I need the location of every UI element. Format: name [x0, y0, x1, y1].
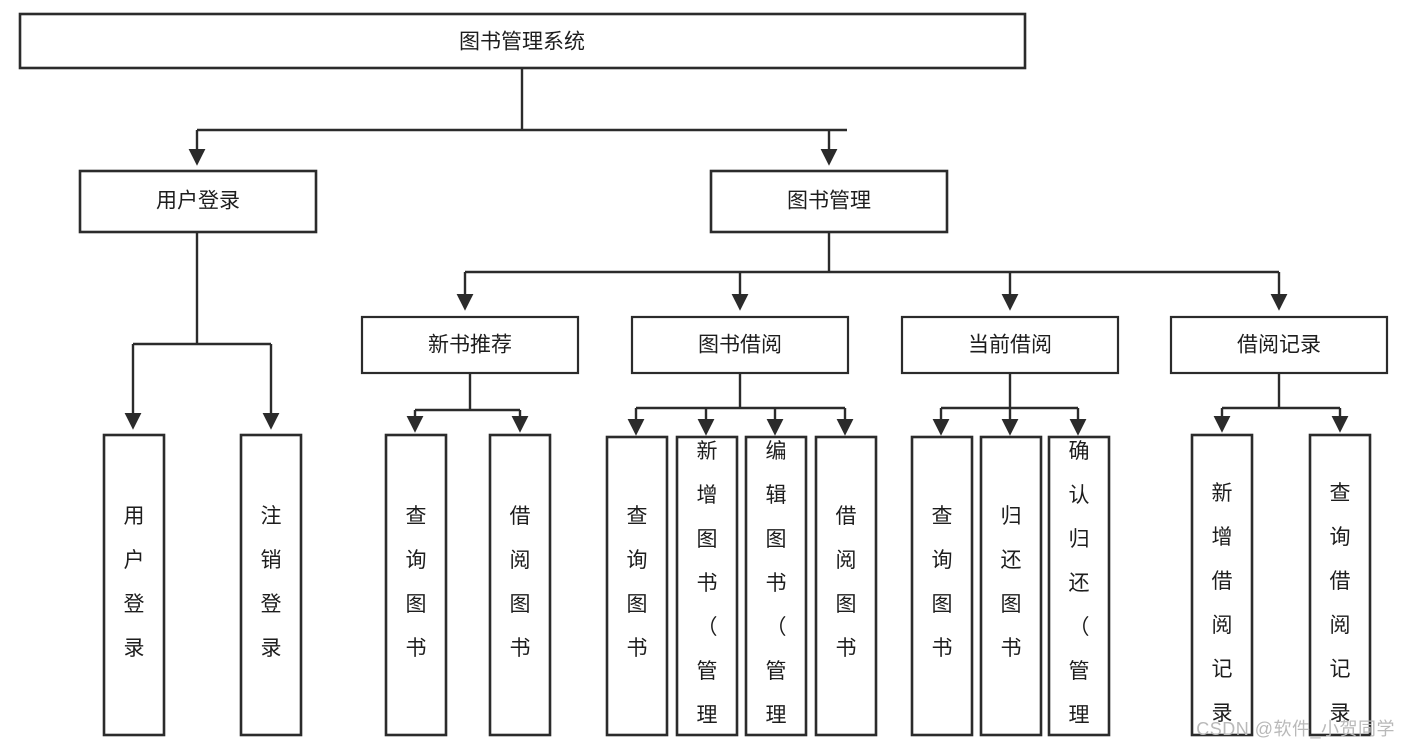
- connector-bookborrow-to-leaves: [627, 373, 854, 436]
- leaf-logout[interactable]: 注销登录: [239, 433, 303, 737]
- node-current-borrow-label: 当前借阅: [968, 334, 1052, 357]
- leaf-borrow-book-1-label: 借阅图书: [510, 505, 531, 660]
- leaf-return-book-label: 归还图书: [1001, 505, 1022, 660]
- leaf-return-book[interactable]: 归还图书: [979, 435, 1043, 737]
- node-new-book-recommend[interactable]: 新书推荐: [360, 315, 580, 375]
- leaf-add-book-label: 新增图书（管理员）: [697, 440, 718, 747]
- connector-newbook-to-leaves: [406, 373, 529, 433]
- leaf-query-book-3[interactable]: 查询图书: [910, 435, 974, 737]
- leaf-query-book-1[interactable]: 查询图书: [384, 433, 448, 737]
- leaf-confirm-return[interactable]: 确认归还（管理员）: [1047, 435, 1111, 747]
- connector-userlogin-to-leaves: [124, 232, 280, 430]
- connector-currentborrow-to-leaves: [932, 373, 1087, 436]
- leaf-query-book-2[interactable]: 查询图书: [605, 435, 669, 737]
- leaf-logout-label: 注销登录: [261, 505, 282, 660]
- leaf-borrow-book-2-label: 借阅图书: [836, 505, 857, 660]
- leaf-confirm-return-label: 确认归还（管理员）: [1069, 440, 1090, 747]
- node-borrow-record-label: 借阅记录: [1237, 334, 1321, 357]
- leaf-borrow-book-1[interactable]: 借阅图书: [488, 433, 552, 737]
- leaf-query-book-3-label: 查询图书: [932, 505, 953, 660]
- leaf-query-record-label: 查询借阅记录: [1330, 482, 1351, 725]
- connector-borrowrecord-to-leaves: [1213, 373, 1349, 433]
- csdn-watermark: CSDN @软件_小贺同学: [1196, 719, 1395, 739]
- node-current-borrow[interactable]: 当前借阅: [900, 315, 1120, 375]
- node-root-label: 图书管理系统: [459, 31, 585, 54]
- node-user-login[interactable]: 用户登录: [78, 169, 318, 234]
- leaf-add-record[interactable]: 新增借阅记录: [1190, 433, 1254, 737]
- leaf-user-login[interactable]: 用户登录: [102, 433, 166, 737]
- leaf-edit-book-label: 编辑图书（管理员）: [766, 440, 787, 747]
- connector-bookmanage-to-level2: [456, 232, 1288, 311]
- node-root[interactable]: 图书管理系统: [18, 12, 1027, 70]
- leaf-edit-book[interactable]: 编辑图书（管理员）: [744, 435, 808, 747]
- leaf-borrow-book-2[interactable]: 借阅图书: [814, 435, 878, 737]
- node-new-book-recommend-label: 新书推荐: [428, 334, 512, 357]
- node-book-borrow-label: 图书借阅: [698, 334, 782, 357]
- node-book-manage-label: 图书管理: [787, 190, 871, 213]
- leaf-query-book-1-label: 查询图书: [406, 505, 427, 660]
- leaf-user-login-label: 用户登录: [124, 505, 145, 660]
- node-book-borrow[interactable]: 图书借阅: [630, 315, 850, 375]
- node-borrow-record[interactable]: 借阅记录: [1169, 315, 1389, 375]
- connector-root-to-level1: [188, 68, 847, 166]
- leaf-add-book[interactable]: 新增图书（管理员）: [675, 435, 739, 747]
- leaf-add-record-label: 新增借阅记录: [1212, 482, 1233, 725]
- leaf-query-book-2-label: 查询图书: [627, 505, 648, 660]
- node-book-manage[interactable]: 图书管理: [709, 169, 949, 234]
- node-user-login-label: 用户登录: [156, 190, 240, 213]
- leaf-query-record[interactable]: 查询借阅记录: [1308, 433, 1372, 737]
